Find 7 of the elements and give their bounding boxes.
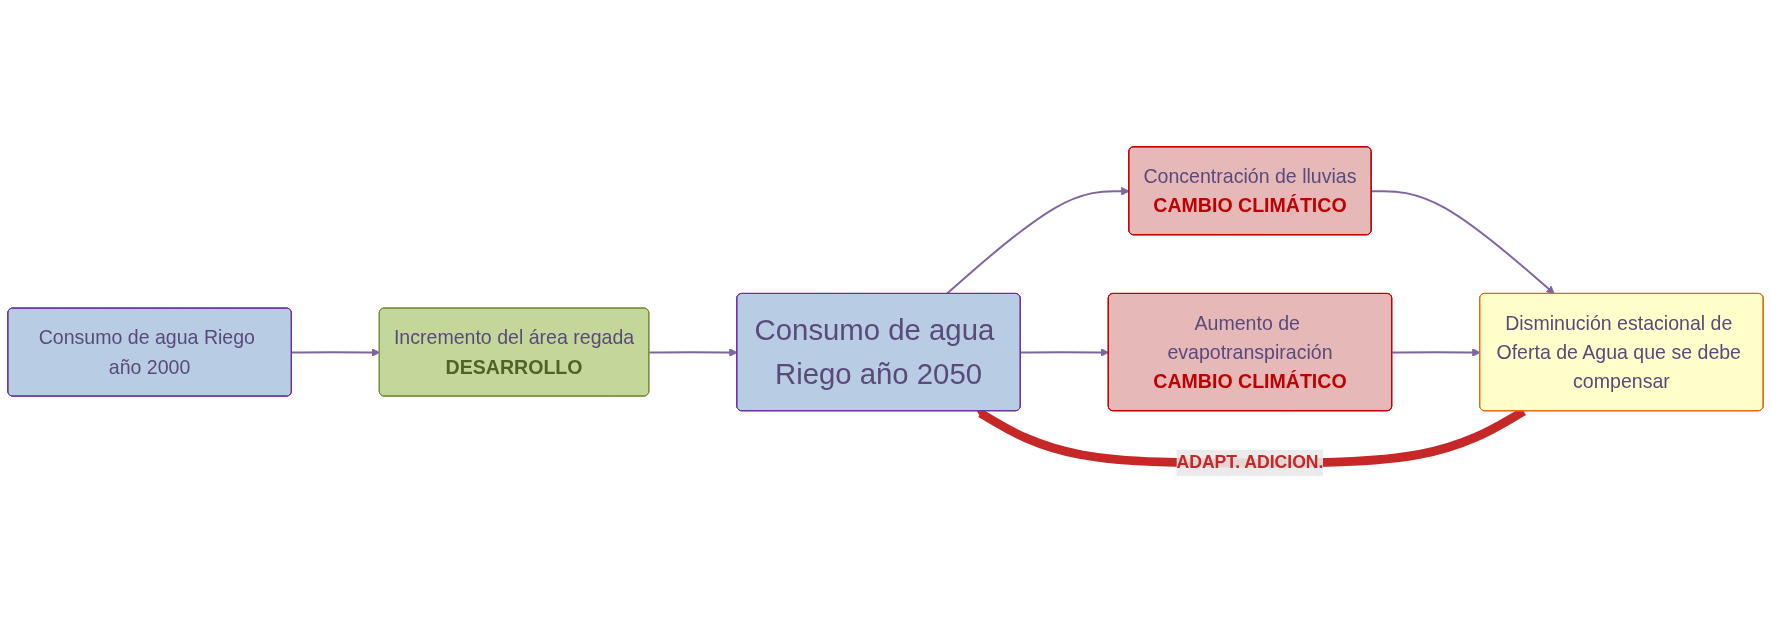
arrow	[648, 348, 738, 357]
edge-label: ADAPT. ADICION.	[1176, 452, 1324, 473]
arrow	[1391, 348, 1481, 357]
arrow	[290, 348, 381, 357]
arrow	[1370, 190, 1555, 295]
arrow	[1019, 348, 1110, 357]
arrow	[945, 186, 1130, 295]
